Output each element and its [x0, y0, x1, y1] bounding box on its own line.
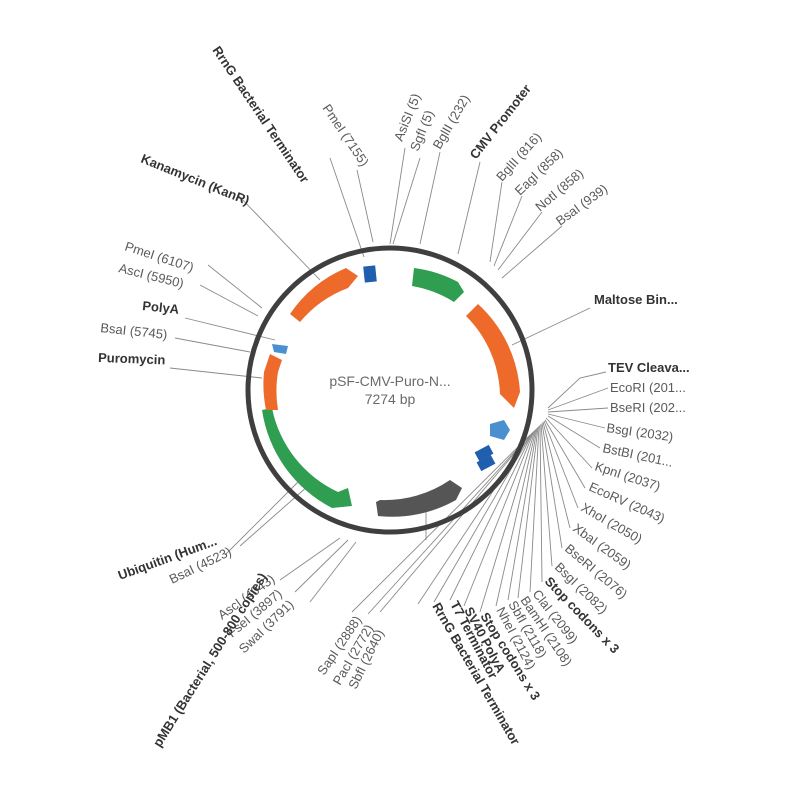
label-bglii: BglII (232) [430, 92, 473, 151]
label-rrng-top: RrnG Bacterial Terminator [210, 43, 313, 185]
label-puro: Puromycin [98, 350, 166, 367]
label-bsai-5745: BsaI (5745) [100, 320, 168, 342]
tev-cleavage-feature[interactable] [490, 420, 510, 440]
label-pmb1: pMB1 (Bacterial, 500-800 copies) [150, 570, 270, 750]
maltose-binding-feature[interactable] [466, 304, 520, 408]
plasmid-size: 7274 bp [365, 391, 416, 407]
rrng-terminator-top-feature[interactable] [363, 265, 377, 283]
label-bsgi: BsgI (2032) [606, 420, 675, 444]
polya-feature[interactable] [272, 344, 288, 354]
labels-top: RrnG Bacterial Terminator PmeI (7155) As… [210, 43, 611, 228]
kanamycin-feature[interactable] [290, 268, 358, 322]
label-bseri: BseRI (202... [610, 400, 686, 415]
leader-lines [169, 147, 609, 615]
label-pmei-7155: PmeI (7155) [320, 101, 372, 169]
labels-right: Maltose Bin... TEV Cleava... EcoRI (201.… [429, 292, 689, 747]
label-tev: TEV Cleava... [608, 360, 690, 375]
pmb1-feature[interactable] [376, 480, 462, 517]
labels-left: Kanamycin (KanR) PmeI (6107) AscI (5950)… [98, 151, 252, 367]
label-ecori: EcoRI (201... [610, 380, 686, 395]
cmv-promoter-feature[interactable] [412, 268, 464, 302]
label-kanr: Kanamycin (KanR) [139, 151, 252, 208]
ubiquitin-feature[interactable] [262, 408, 352, 508]
puromycin-feature[interactable] [263, 354, 282, 410]
rrng-terminator-bottom-feature[interactable] [476, 454, 496, 472]
label-polya: PolyA [142, 298, 181, 317]
label-maltose: Maltose Bin... [594, 292, 678, 307]
plasmid-backbone-ring [245, 245, 535, 535]
t7-terminator-feature[interactable] [474, 444, 494, 462]
plasmid-name: pSF-CMV-Puro-N... [329, 373, 450, 389]
features [262, 265, 520, 517]
labels-bottom-left: Ubiquitin (Hum... BsaI (4523) AscI (4043… [116, 533, 387, 749]
